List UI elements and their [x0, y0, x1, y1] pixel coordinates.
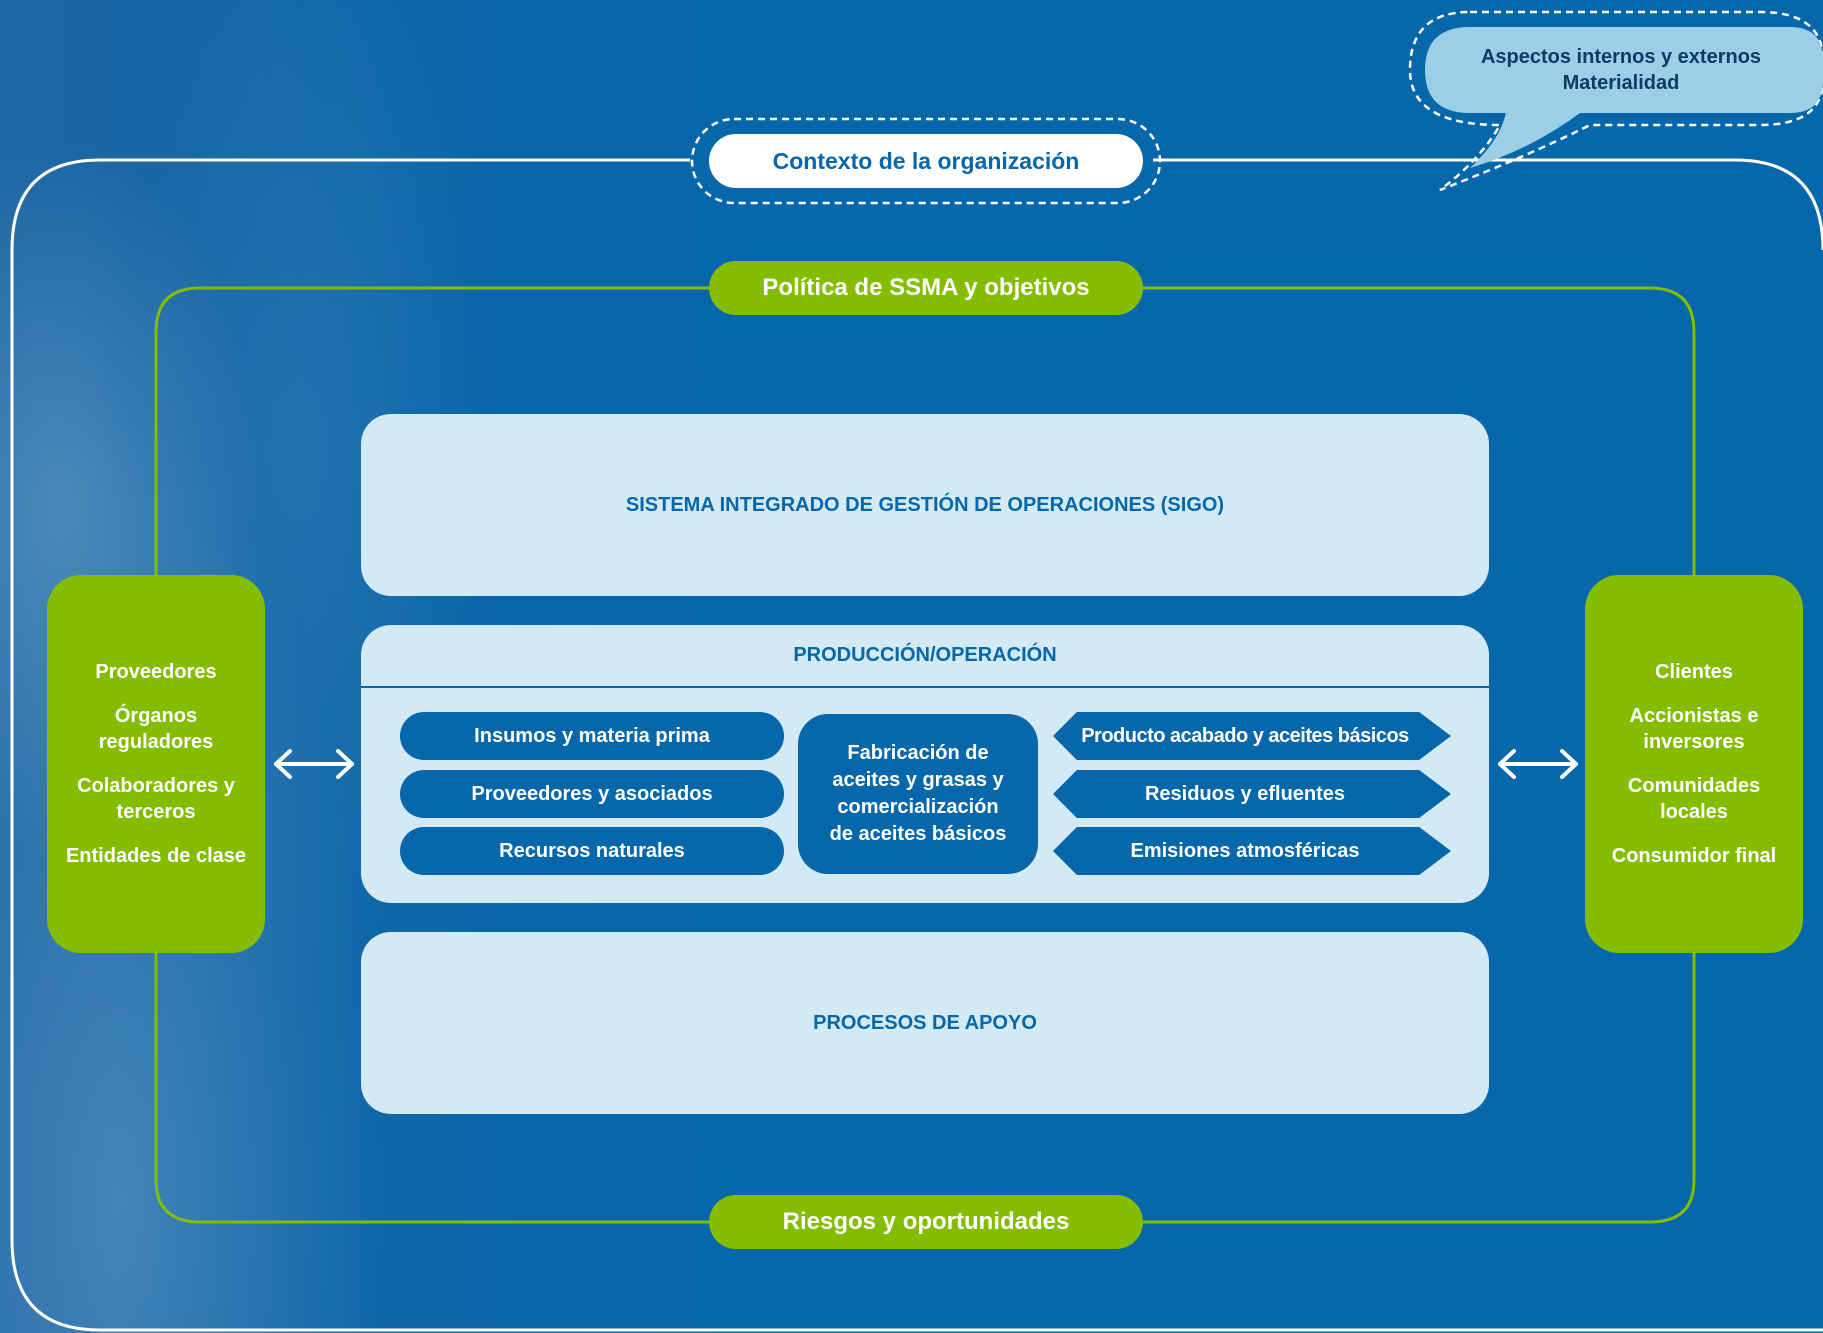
bubble-line-2: Materialidad — [1562, 72, 1680, 94]
output-label: Residuos y efluentes — [1144, 782, 1346, 805]
context-label: Contexto de la organización — [709, 134, 1143, 188]
support-panel: PROCESOS DE APOYO — [361, 932, 1489, 1114]
right-double-arrow — [1498, 749, 1578, 779]
output-label: Producto acabado y aceites básicos — [1081, 724, 1409, 747]
bubble-dashed-outline — [1408, 10, 1823, 192]
process-line: de aceites básicos — [829, 823, 1007, 845]
bubble-line-1: Aspectos internos y externos — [1480, 46, 1762, 68]
production-title: PRODUCCIÓN/OPERACIÓN — [793, 644, 1057, 666]
output-label: Emisiones atmosféricas — [1130, 839, 1360, 862]
stakeholder-right: Clientes — [1655, 661, 1733, 683]
output-item: Emisiones atmosféricas — [1053, 827, 1451, 875]
process-line: aceites y grasas y — [832, 769, 1004, 791]
support-title: PROCESOS DE APOYO — [813, 1011, 1037, 1034]
left-stakeholders-box: Proveedores Órganos reguladores Colabora… — [47, 575, 265, 953]
process-line: comercialización — [837, 796, 999, 818]
stakeholder-right: Comunidades locales — [1627, 775, 1761, 823]
outer-context-frame — [10, 158, 1823, 1332]
policy-label: Política de SSMA y objetivos — [709, 261, 1143, 315]
context-dashed-outline — [690, 117, 1162, 205]
left-double-arrow — [274, 749, 354, 779]
input-item: Insumos y materia prima — [400, 712, 784, 760]
sigo-panel: SISTEMA INTEGRADO DE GESTIÓN DE OPERACIO… — [361, 414, 1489, 596]
risks-label: Riesgos y oportunidades — [709, 1195, 1143, 1249]
output-item: Producto acabado y aceites básicos — [1053, 712, 1451, 760]
right-stakeholders-box: Clientes Accionistas e inversores Comuni… — [1585, 575, 1803, 953]
input-item: Recursos naturales — [400, 827, 784, 875]
materiality-bubble: Aspectos internos y externos Materialida… — [1425, 27, 1817, 113]
stakeholder-right: Consumidor final — [1611, 845, 1777, 867]
sigo-title: SISTEMA INTEGRADO DE GESTIÓN DE OPERACIO… — [625, 493, 1225, 516]
process-block: Fabricación de aceites y grasas y comerc… — [798, 714, 1038, 874]
stakeholder-right: Accionistas e inversores — [1629, 705, 1759, 753]
bubble-fill — [1425, 27, 1823, 168]
input-item: Proveedores y asociados — [400, 770, 784, 818]
stakeholder-left: Proveedores — [95, 661, 217, 683]
process-line: Fabricación de — [847, 742, 989, 764]
stakeholder-left: Órganos reguladores — [98, 705, 214, 753]
production-divider — [361, 686, 1489, 688]
stakeholder-left: Entidades de clase — [65, 845, 247, 867]
output-item: Residuos y efluentes — [1053, 770, 1451, 818]
stakeholder-left: Colaboradores y terceros — [77, 775, 235, 823]
